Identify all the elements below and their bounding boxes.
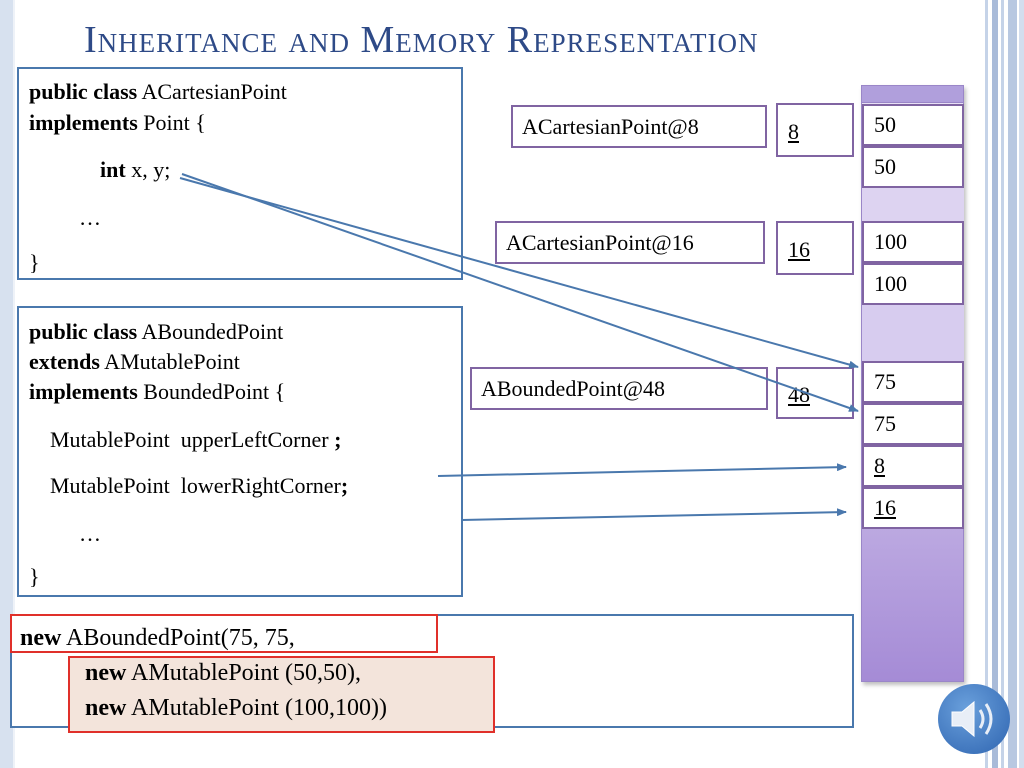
memory-column-top: [861, 85, 964, 103]
code-line: }: [29, 250, 40, 275]
speaker-icon[interactable]: [938, 684, 1010, 754]
code-line: }: [29, 564, 40, 589]
code-expression-line: new ABoundedPoint(75, 75,: [20, 625, 295, 651]
acartesianpoint-class-box: public class ACartesianPoint implements …: [17, 67, 463, 280]
highlight-outer-new: [10, 614, 438, 653]
memory-cell-pointer: 16: [862, 487, 964, 529]
arrow-x-to-cell: [179, 177, 859, 369]
code-line: int x, y;: [100, 157, 171, 182]
aboundedpoint-class-box: public class ABoundedPoint extends AMuta…: [17, 306, 463, 597]
object-label-acartesianpoint-16: ACartesianPoint@16: [495, 221, 765, 264]
memory-cell: 50: [862, 146, 964, 188]
slide-title: Inheritance and Memory Representation: [84, 19, 759, 61]
code-line: implements BoundedPoint {: [29, 379, 286, 404]
memory-gap: [862, 305, 964, 361]
code-line: MutablePoint upperLeftCorner ;: [50, 427, 342, 452]
memory-cell: 100: [862, 263, 964, 305]
code-line: extends AMutablePoint: [29, 349, 240, 374]
address-box-48: 48: [776, 367, 854, 419]
memory-cell: 75: [862, 403, 964, 445]
memory-gap: [862, 188, 964, 221]
arrow-lowerright-to-cell: [461, 508, 847, 521]
right-stripe-4: [1008, 0, 1017, 768]
code-line: implements Point {: [29, 110, 206, 135]
address-box-16: 16: [776, 221, 854, 275]
right-stripe-2: [992, 0, 998, 768]
code-line: MutablePoint lowerRightCorner;: [50, 473, 349, 498]
memory-cell: 50: [862, 104, 964, 146]
memory-cell-pointer: 8: [862, 445, 964, 487]
code-line: public class ACartesianPoint: [29, 79, 287, 104]
memory-cell: 75: [862, 361, 964, 403]
arrow-y-to-cell: [181, 173, 859, 412]
object-label-aboundedpoint-48: ABoundedPoint@48: [470, 367, 768, 410]
code-expression-line: new AMutablePoint (100,100)): [85, 695, 387, 721]
memory-cell: 100: [862, 221, 964, 263]
arrow-upperleft-to-cell: [437, 463, 847, 477]
right-stripe-1: [985, 0, 988, 768]
code-line: public class ABoundedPoint: [29, 319, 284, 344]
code-line: …: [79, 205, 101, 230]
code-expression-line: new AMutablePoint (50,50),: [85, 660, 361, 686]
object-label-acartesianpoint-8: ACartesianPoint@8: [511, 105, 767, 148]
highlight-inner-new: [68, 656, 495, 733]
code-line: …: [79, 521, 101, 546]
left-decorative-band-highlight: [13, 0, 15, 768]
address-box-8: 8: [776, 103, 854, 157]
right-stripe-3: [1001, 0, 1004, 768]
right-stripe-5: [1019, 0, 1024, 768]
